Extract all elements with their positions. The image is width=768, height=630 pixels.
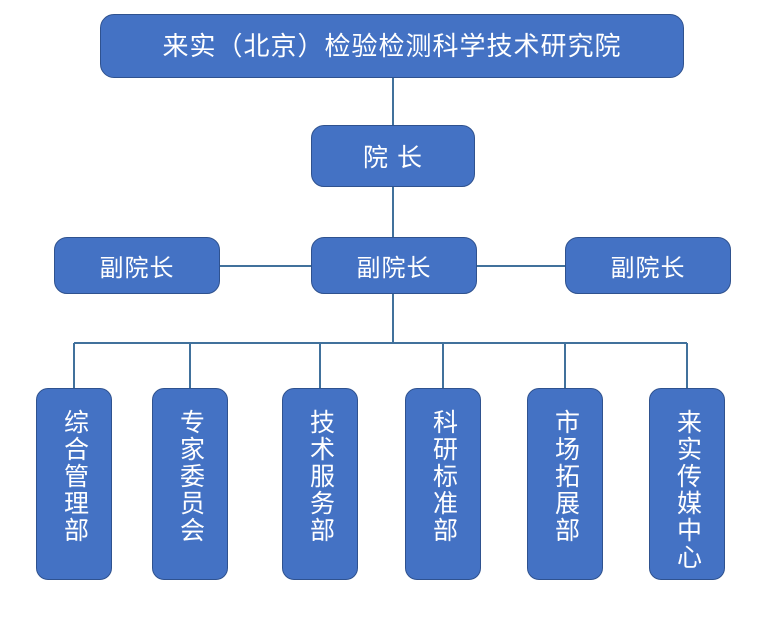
node-institute-title[interactable]: 来实（北京）检验检测科学技术研究院 (100, 14, 684, 78)
node-deputy-director-left-label: 副院长 (99, 255, 175, 282)
node-department-2-label: 技术服务部 (306, 409, 335, 544)
node-director[interactable]: 院 长 (311, 125, 475, 187)
node-department-4[interactable]: 市场拓展部 (527, 388, 603, 580)
node-department-4-label: 市场拓展部 (551, 409, 580, 544)
node-department-0[interactable]: 综合管理部 (36, 388, 112, 580)
node-deputy-director-center-label: 副院长 (356, 255, 432, 282)
node-institute-title-label: 来实（北京）检验检测科学技术研究院 (162, 30, 622, 61)
node-department-3-label: 科研标准部 (429, 409, 458, 544)
node-department-5[interactable]: 来实传媒中心 (649, 388, 725, 580)
node-department-0-label: 综合管理部 (60, 409, 89, 544)
node-director-label: 院 长 (363, 144, 423, 172)
node-department-1-label: 专家委员会 (176, 409, 205, 544)
node-deputy-director-center[interactable]: 副院长 (311, 237, 477, 294)
node-deputy-director-right[interactable]: 副院长 (565, 237, 731, 294)
node-deputy-director-left[interactable]: 副院长 (54, 237, 220, 294)
node-department-1[interactable]: 专家委员会 (152, 388, 228, 580)
node-department-2[interactable]: 技术服务部 (282, 388, 358, 580)
node-deputy-director-right-label: 副院长 (610, 255, 686, 282)
node-department-3[interactable]: 科研标准部 (405, 388, 481, 580)
node-department-5-label: 来实传媒中心 (673, 409, 702, 571)
